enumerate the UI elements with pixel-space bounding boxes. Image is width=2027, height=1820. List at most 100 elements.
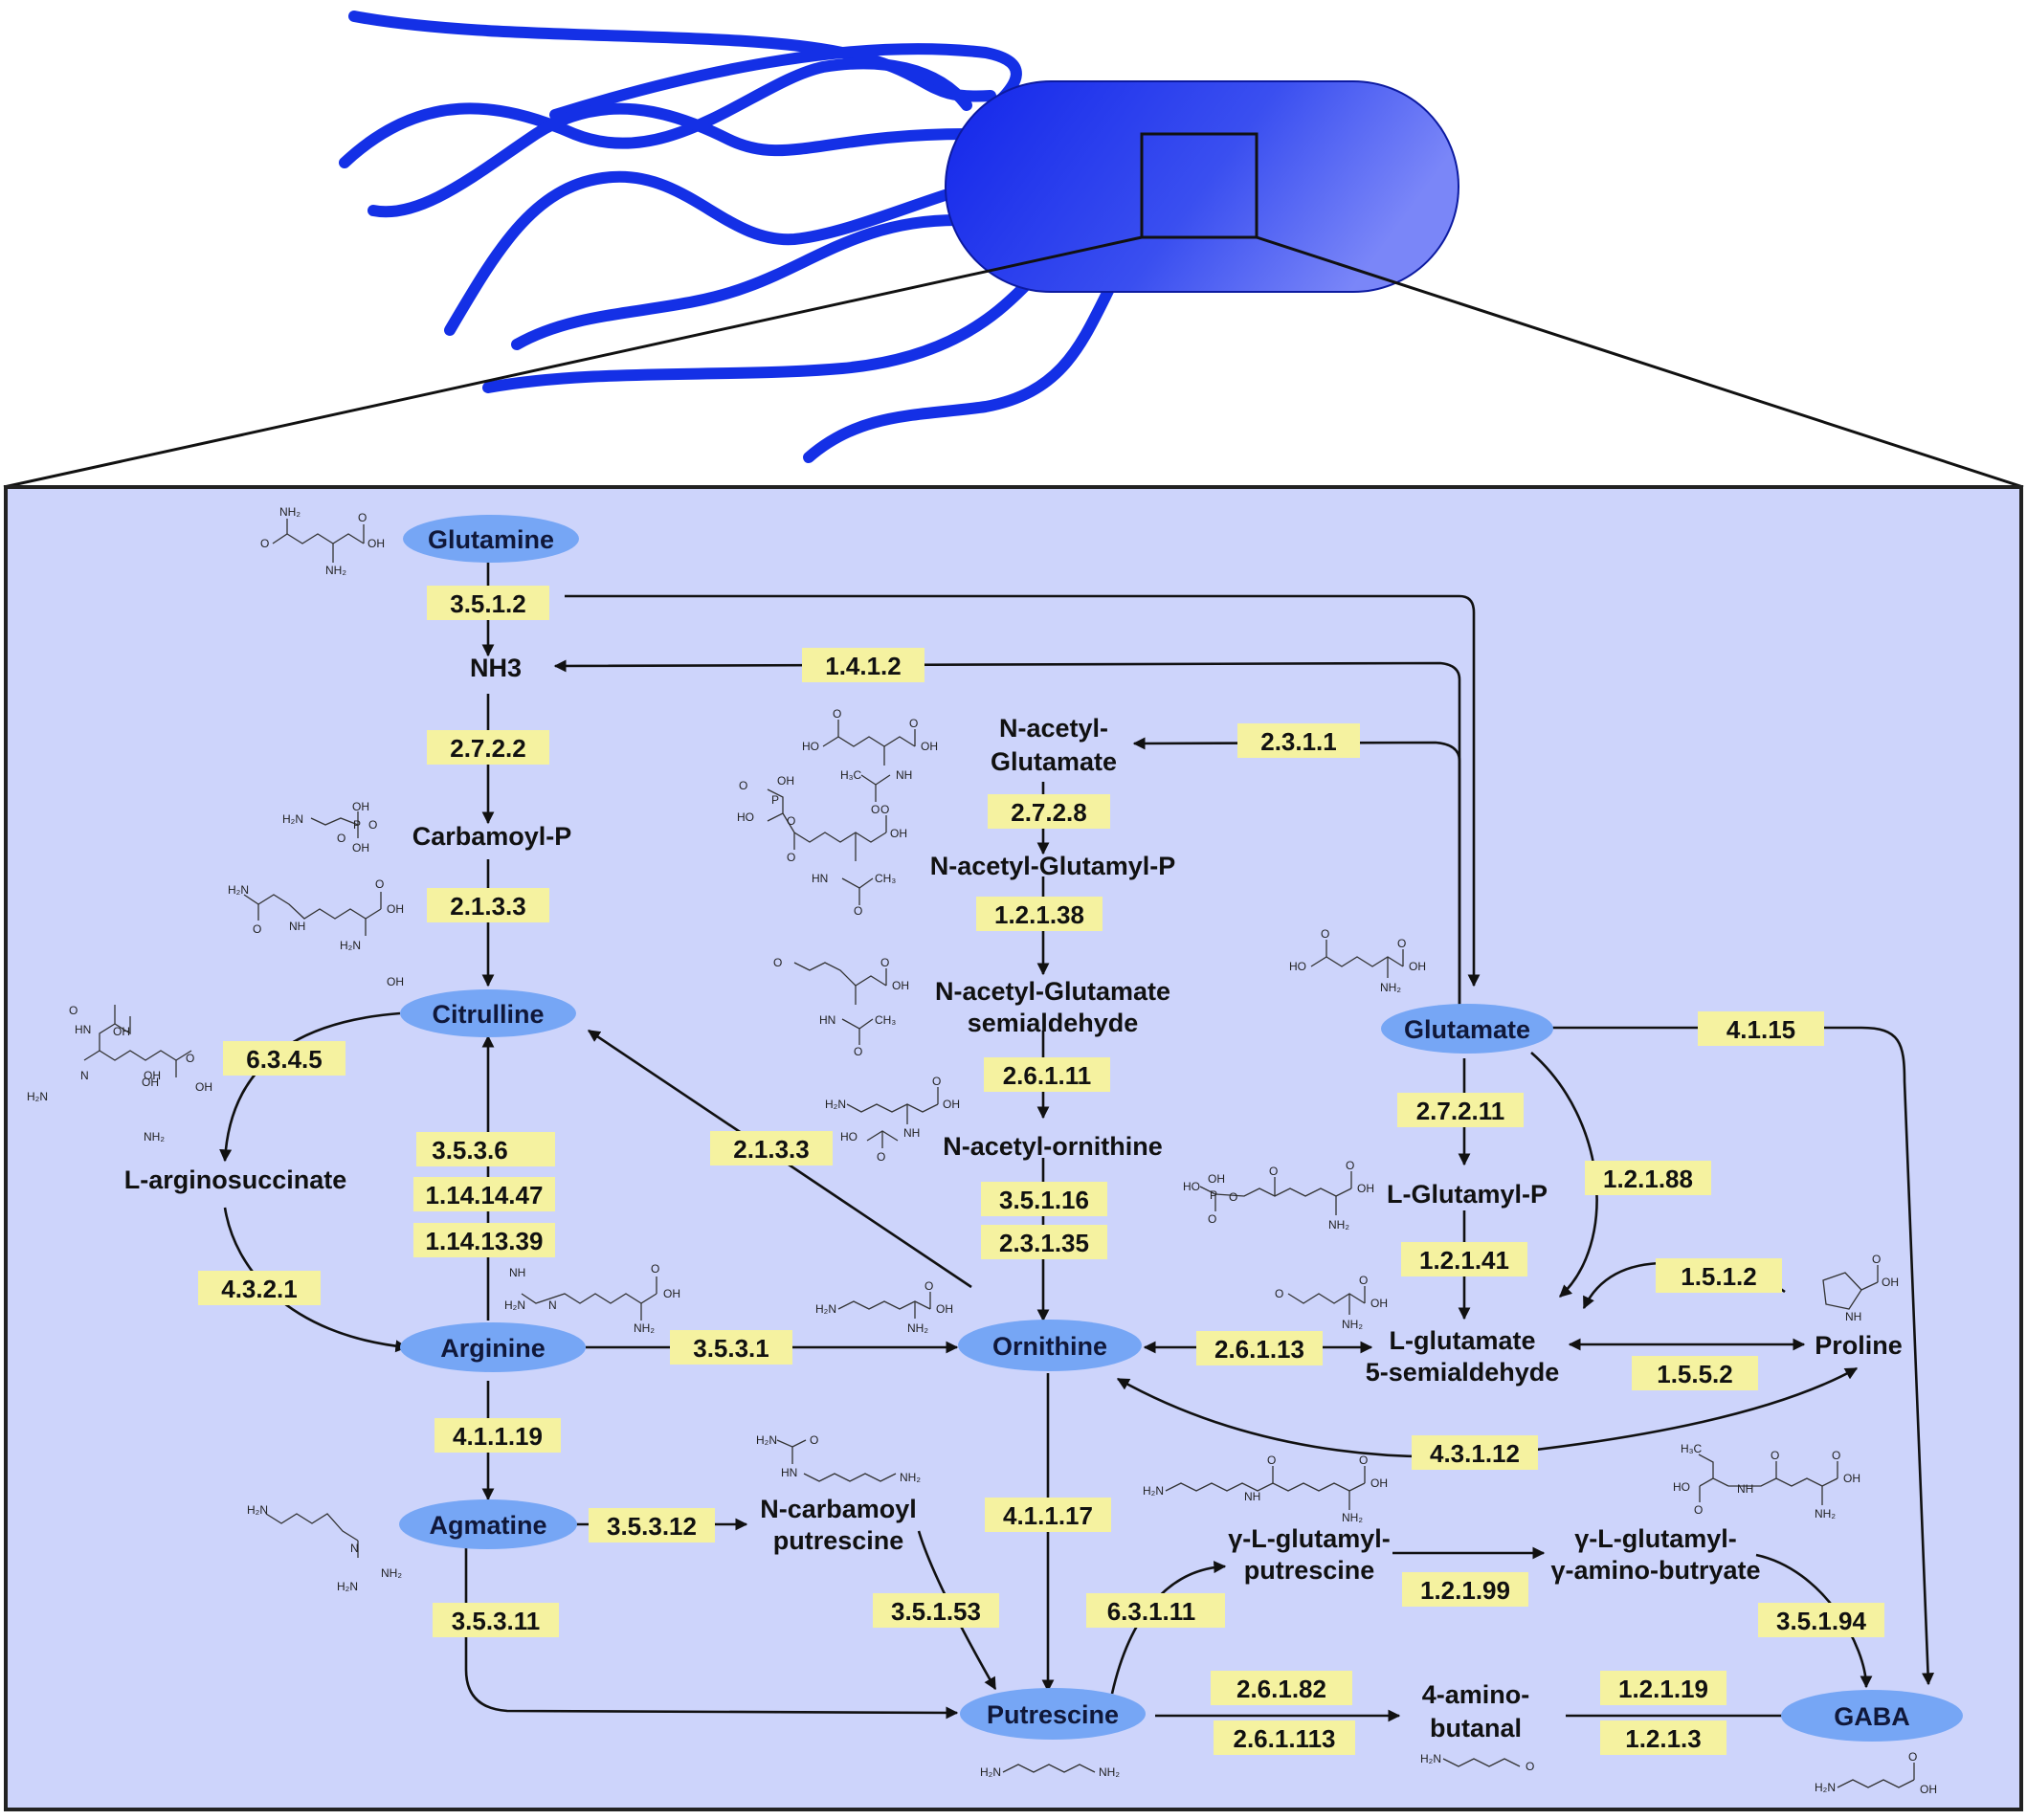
flagella bbox=[339, 11, 1116, 463]
enzyme-1-14-14-47: 1.14.14.47 bbox=[413, 1177, 555, 1211]
bacterium-cell-body bbox=[945, 80, 1459, 293]
svg-text:OH: OH bbox=[943, 1098, 960, 1111]
agmatine-structure: H₂N N NH₂ H₂N bbox=[247, 1503, 402, 1593]
svg-text:6.3.1.11: 6.3.1.11 bbox=[1107, 1597, 1196, 1626]
svg-text:OH: OH bbox=[777, 774, 794, 788]
n-acetyl-glutamate-semialdehyde-label-line1: N-acetyl-Glutamate bbox=[935, 977, 1170, 1006]
glutamyl-aminobutyrate-structure: H₃C HO O NH O OH O NH₂ bbox=[1673, 1442, 1860, 1520]
svg-text:4.3.1.12: 4.3.1.12 bbox=[1430, 1439, 1520, 1468]
enzyme-3-5-3-12: 3.5.3.12 bbox=[589, 1508, 715, 1543]
enzyme-2-1-3-3-b: 2.1.3.3 bbox=[710, 1131, 833, 1165]
svg-text:NH₂: NH₂ bbox=[634, 1321, 655, 1335]
aminobutanal-structure: H₂N O bbox=[1420, 1752, 1534, 1773]
zoom-line-right bbox=[1256, 235, 2024, 489]
svg-text:NH₂: NH₂ bbox=[1328, 1218, 1349, 1232]
svg-text:O: O bbox=[69, 1004, 78, 1017]
svg-text:4.1.15: 4.1.15 bbox=[1726, 1015, 1795, 1044]
svg-text:H₃C: H₃C bbox=[1681, 1442, 1703, 1455]
svg-text:CH₃: CH₃ bbox=[875, 872, 896, 885]
svg-text:H₃C: H₃C bbox=[840, 768, 862, 782]
n-acetyl-glutamate-label-line1: N-acetyl- bbox=[999, 714, 1108, 743]
svg-text:NH₂: NH₂ bbox=[1815, 1507, 1836, 1520]
svg-text:O: O bbox=[1321, 927, 1329, 941]
svg-text:O: O bbox=[375, 877, 384, 891]
enzyme-1-4-1-2: 1.4.1.2 bbox=[802, 648, 924, 682]
citrulline-structure: H₂N O NH OH O H₂N OH bbox=[228, 877, 404, 988]
enzyme-1-5-1-2: 1.5.1.2 bbox=[1656, 1258, 1782, 1293]
proline-label: Proline bbox=[1815, 1331, 1903, 1360]
svg-text:NH₂: NH₂ bbox=[1380, 981, 1401, 994]
node-arginine: Arginine bbox=[400, 1322, 586, 1372]
putrescine-structure: H₂N NH₂ bbox=[980, 1764, 1120, 1779]
svg-text:3.5.3.6: 3.5.3.6 bbox=[432, 1136, 508, 1165]
svg-text:OH: OH bbox=[1357, 1182, 1374, 1195]
svg-text:O: O bbox=[880, 956, 889, 969]
svg-text:OH: OH bbox=[1409, 960, 1426, 973]
reaction-edges bbox=[219, 563, 1935, 1722]
svg-text:OH: OH bbox=[1208, 1172, 1225, 1186]
enzyme-1-2-1-88: 1.2.1.88 bbox=[1585, 1161, 1711, 1195]
svg-text:O: O bbox=[787, 851, 795, 864]
svg-text:OH: OH bbox=[113, 1025, 130, 1038]
svg-text:O: O bbox=[810, 1433, 818, 1447]
svg-text:O: O bbox=[358, 511, 367, 524]
glutamyl-putrescine-structure: H₂N NH O OH O NH₂ bbox=[1143, 1454, 1388, 1524]
l-glutamyl-p-label: L-Glutamyl-P bbox=[1387, 1180, 1548, 1209]
enzyme-1-2-1-38: 1.2.1.38 bbox=[976, 897, 1103, 931]
enzyme-1-14-13-39: 1.14.13.39 bbox=[413, 1223, 555, 1257]
enzyme-4-3-1-12: 4.3.1.12 bbox=[1412, 1435, 1538, 1470]
aminobutanal-label-line1: 4-amino- bbox=[1422, 1680, 1530, 1709]
node-ornithine: Ornithine bbox=[958, 1320, 1142, 1371]
svg-text:2.3.1.35: 2.3.1.35 bbox=[999, 1229, 1089, 1257]
svg-text:H₂N: H₂N bbox=[228, 883, 249, 897]
chemical-structures: NH₂ O OH O NH₂ H₂N O OH OH O P H₂N O NH bbox=[27, 505, 1937, 1796]
svg-text:NH: NH bbox=[903, 1126, 920, 1140]
svg-text:O: O bbox=[924, 1279, 933, 1293]
metabolite-labels: NH3 Carbamoyl-P L-arginosuccinate N-acet… bbox=[124, 654, 1903, 1742]
enzyme-3-5-3-1: 3.5.3.1 bbox=[670, 1330, 792, 1365]
svg-text:OH: OH bbox=[921, 740, 938, 753]
putrescine-label: Putrescine bbox=[987, 1700, 1119, 1729]
proline-structure: OH O NH bbox=[1822, 1253, 1899, 1323]
svg-text:3.5.3.11: 3.5.3.11 bbox=[452, 1607, 541, 1635]
svg-text:4.3.2.1: 4.3.2.1 bbox=[221, 1275, 298, 1303]
svg-text:NH: NH bbox=[896, 768, 912, 782]
svg-text:1.14.14.47: 1.14.14.47 bbox=[426, 1181, 544, 1210]
node-agmatine: Agmatine bbox=[399, 1499, 577, 1549]
svg-text:O: O bbox=[739, 779, 747, 792]
pathway-panel bbox=[4, 485, 2023, 1811]
enzyme-2-7-2-11: 2.7.2.11 bbox=[1397, 1093, 1524, 1127]
svg-text:O: O bbox=[1872, 1253, 1881, 1266]
enzyme-3-5-1-53: 3.5.1.53 bbox=[873, 1593, 999, 1628]
svg-text:4.1.1.17: 4.1.1.17 bbox=[1003, 1501, 1093, 1530]
enzyme-1-2-1-41: 1.2.1.41 bbox=[1401, 1242, 1527, 1276]
enzyme-2-6-1-82: 2.6.1.82 bbox=[1211, 1671, 1352, 1705]
svg-text:H₂N: H₂N bbox=[337, 1580, 358, 1593]
svg-text:NH: NH bbox=[289, 920, 305, 933]
svg-text:NH: NH bbox=[1845, 1310, 1861, 1323]
svg-text:2.6.1.82: 2.6.1.82 bbox=[1236, 1675, 1326, 1703]
enzyme-4-1-1-17: 4.1.1.17 bbox=[985, 1498, 1111, 1532]
svg-text:NH: NH bbox=[509, 1266, 525, 1279]
svg-text:4.1.1.19: 4.1.1.19 bbox=[453, 1422, 543, 1451]
svg-text:1.5.1.2: 1.5.1.2 bbox=[1681, 1262, 1757, 1291]
svg-text:2.6.1.113: 2.6.1.113 bbox=[1234, 1724, 1336, 1753]
gaba-label: GABA bbox=[1834, 1702, 1910, 1731]
svg-text:2.1.3.3: 2.1.3.3 bbox=[733, 1135, 810, 1164]
enzyme-4-1-15: 4.1.15 bbox=[1698, 1011, 1824, 1046]
enzyme-1-2-1-19: 1.2.1.19 bbox=[1600, 1671, 1726, 1705]
node-gaba: GABA bbox=[1781, 1690, 1963, 1742]
svg-text:2.7.2.8: 2.7.2.8 bbox=[1011, 798, 1087, 827]
svg-text:OH: OH bbox=[1882, 1276, 1899, 1289]
svg-text:OH: OH bbox=[368, 537, 385, 550]
svg-text:2.7.2.11: 2.7.2.11 bbox=[1416, 1097, 1505, 1125]
zoom-line-left bbox=[3, 235, 1143, 489]
n-acetyl-glutamate-structure: HO O OH O NH H₃C O bbox=[802, 707, 938, 816]
svg-text:3.5.3.1: 3.5.3.1 bbox=[693, 1334, 769, 1363]
enzyme-2-6-1-113: 2.6.1.113 bbox=[1214, 1720, 1355, 1755]
enzyme-3-5-1-2: 3.5.1.2 bbox=[427, 586, 549, 620]
svg-text:2.1.3.3: 2.1.3.3 bbox=[450, 892, 526, 921]
svg-text:HO: HO bbox=[1673, 1480, 1690, 1494]
svg-text:O: O bbox=[337, 832, 345, 845]
svg-text:HN: HN bbox=[819, 1013, 835, 1027]
